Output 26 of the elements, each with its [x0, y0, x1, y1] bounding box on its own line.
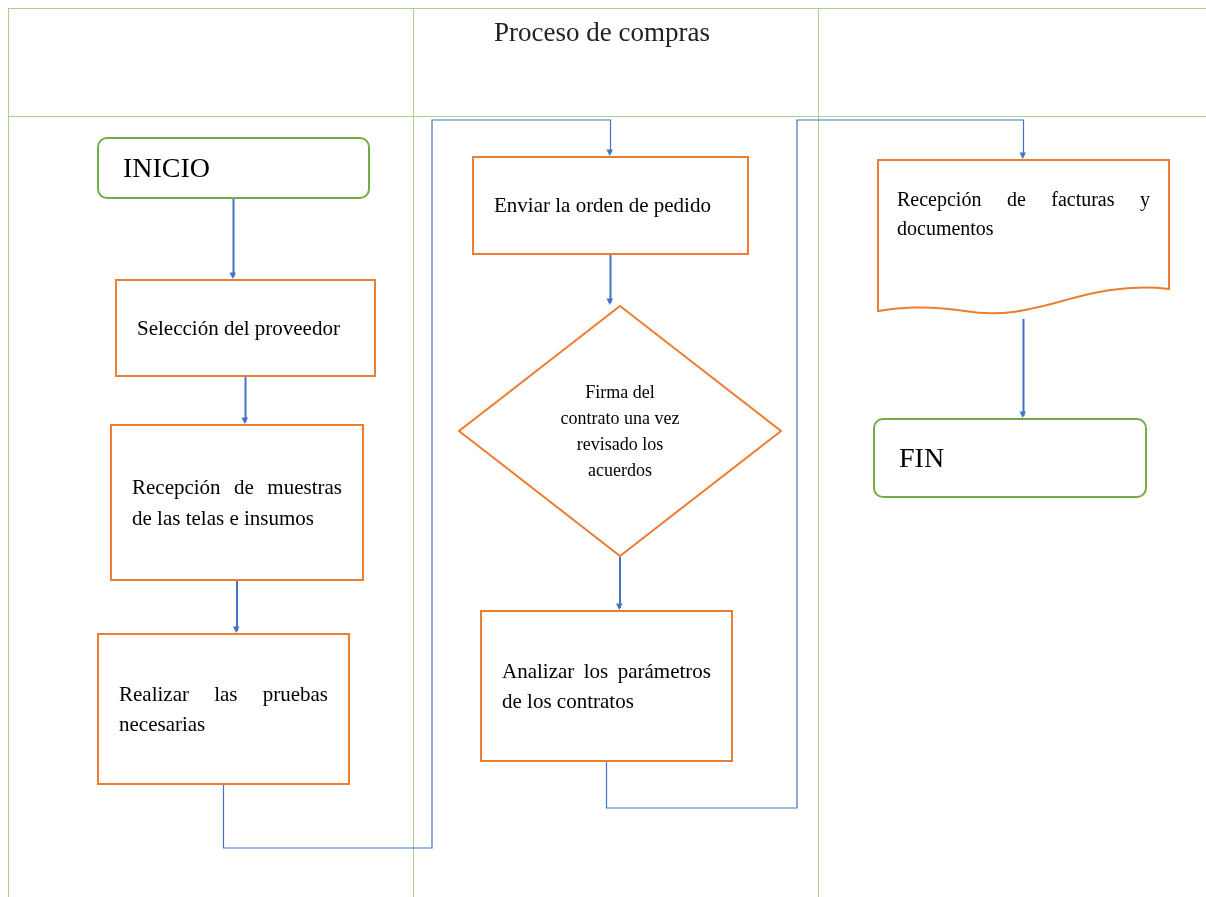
node-text: Recepción de facturas y documentos — [897, 187, 1150, 241]
process-box — [472, 156, 749, 255]
node-text: FIN — [899, 440, 946, 475]
arrow — [616, 556, 623, 610]
terminal-box — [97, 137, 370, 199]
decision-diamond — [458, 305, 782, 557]
arrow — [233, 580, 240, 633]
arrow — [605, 119, 1026, 809]
node-text: Selección del proveedor — [137, 314, 341, 342]
arrow — [222, 119, 613, 849]
arrow — [1019, 318, 1026, 418]
process-box — [110, 424, 364, 581]
process-box — [97, 633, 350, 785]
node-text: INICIO — [123, 150, 212, 185]
process-box — [115, 279, 376, 377]
node-text: Analizar los parámetros de los contratos — [502, 657, 711, 715]
terminal-box — [873, 418, 1147, 498]
arrow — [241, 376, 248, 424]
process-box — [480, 610, 733, 762]
node-text: Enviar la orden de pedido — [494, 192, 712, 220]
arrow — [229, 198, 236, 279]
node-text: Firma del contrato una vez revisado los acuerdos — [559, 380, 681, 483]
arrow — [606, 254, 613, 305]
node-text: Recepción de muestras de las telas e insumos — [132, 474, 342, 532]
node-text: Realizar las pruebas necesarias — [119, 680, 328, 738]
diagram-title: Proceso de compras — [494, 16, 710, 49]
